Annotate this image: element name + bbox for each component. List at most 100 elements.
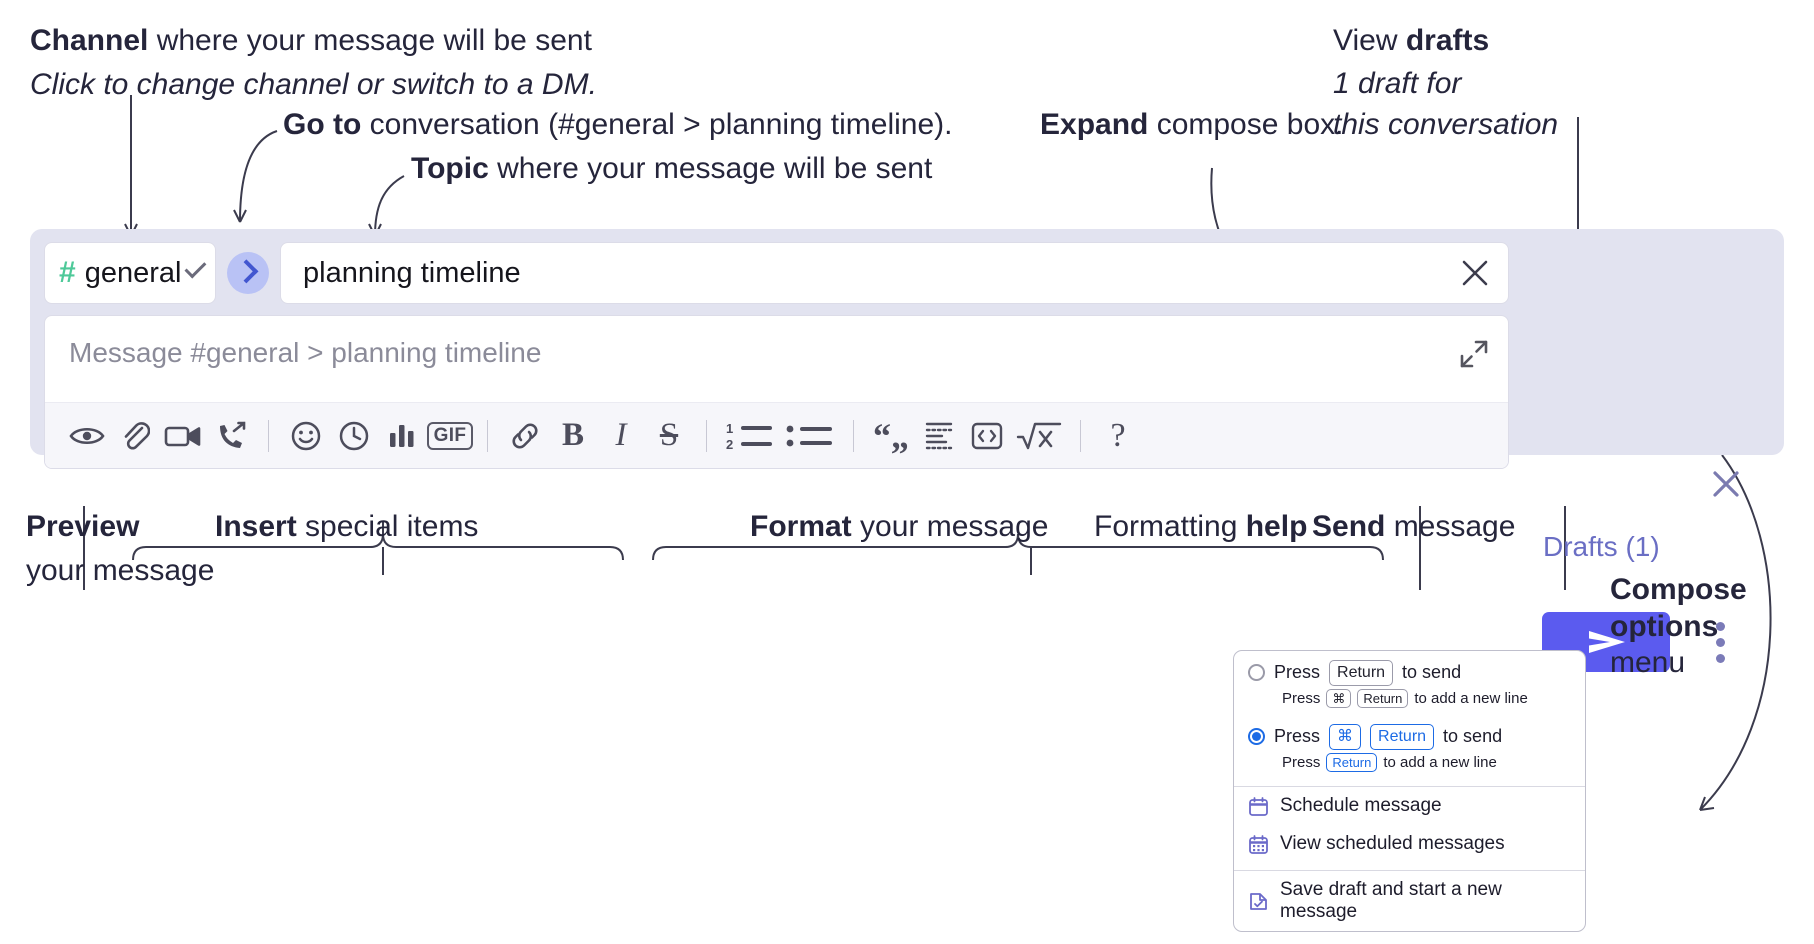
link-icon[interactable] <box>501 412 549 460</box>
italic-label: I <box>615 417 627 453</box>
chevron-right-icon <box>233 258 258 283</box>
key-return: Return <box>1329 660 1394 686</box>
math-icon[interactable] <box>1011 412 1067 460</box>
annotation-formatting-help-bold: help <box>1245 510 1308 543</box>
goto-conversation-button[interactable] <box>227 252 269 294</box>
key-return: Return <box>1370 724 1435 750</box>
toolbar-separator <box>1080 419 1081 452</box>
annotation-send-rest: message <box>1385 510 1516 543</box>
clear-topic-icon[interactable] <box>1458 256 1492 290</box>
code-block-icon[interactable] <box>915 412 963 460</box>
radio-option-return[interactable]: Press Return to send <box>1234 651 1585 689</box>
topic-value: planning timeline <box>303 256 521 289</box>
bold-label: B <box>561 417 584 453</box>
annotation-channel: Channel where your message will be sent … <box>30 22 597 105</box>
annotation-goto: Go to conversation (#general > planning … <box>283 106 953 144</box>
annotation-send-bold: Send <box>1312 510 1386 543</box>
close-icon[interactable] <box>1708 466 1744 502</box>
calendar-icon <box>1249 796 1268 816</box>
annotation-drafts-sub2: this conversation <box>1333 107 1559 141</box>
audio-call-icon[interactable] <box>207 412 255 460</box>
annotation-topic-bold: Topic <box>411 152 489 185</box>
code-icon[interactable] <box>963 412 1011 460</box>
gif-icon[interactable]: GIF <box>426 412 474 460</box>
annotation-formatting-help-lead: Formatting <box>1094 510 1246 543</box>
annotation-preview: Preview your message <box>26 508 214 591</box>
video-icon[interactable] <box>159 412 207 460</box>
annotation-compose-options-bold1: Compose <box>1610 573 1747 606</box>
menu-item-label: View scheduled messages <box>1280 833 1505 855</box>
annotation-preview-sub: your message <box>26 554 215 588</box>
radio-option-after-label: to send <box>1443 726 1503 747</box>
formatting-toolbar: GIF B I <box>45 402 1508 468</box>
bulleted-list-icon[interactable] <box>780 412 840 460</box>
toolbar-separator <box>706 419 707 452</box>
annotation-channel-bold: Channel <box>30 24 149 57</box>
annotation-drafts-sub1: 1 draft for <box>1333 67 1462 101</box>
annotation-insert-rest: special items <box>296 510 479 543</box>
toolbar-separator <box>487 419 488 452</box>
calendar-grid-icon <box>1249 834 1268 854</box>
help-icon[interactable]: ? <box>1094 412 1142 460</box>
radio-selected-icon <box>1248 728 1265 746</box>
key-command: ⌘ <box>1329 724 1362 750</box>
menu-item-save-draft[interactable]: Save draft and start a new message <box>1234 871 1585 931</box>
poll-icon[interactable] <box>378 412 426 460</box>
drafts-link[interactable]: Drafts (1) <box>1543 531 1660 562</box>
strikethrough-icon[interactable]: S <box>645 412 693 460</box>
message-box: Message #general > planning timeline <box>44 315 1509 469</box>
toolbar-separator <box>268 419 269 452</box>
annotation-formatting-help: Formatting help <box>1094 508 1307 546</box>
compose-options-menu: Press Return to send Press ⌘ Return to a… <box>1233 650 1586 933</box>
annotation-preview-bold: Preview <box>26 510 140 543</box>
channel-name-label: general <box>84 256 182 289</box>
radio-option-cmd-return-sub: Press Return to add a new line <box>1234 752 1585 780</box>
preview-icon[interactable] <box>63 412 111 460</box>
annotation-topic: Topic where your message will be sent <box>411 150 932 188</box>
emoji-icon[interactable] <box>282 412 330 460</box>
italic-icon[interactable]: I <box>597 412 645 460</box>
chevron-down-icon <box>184 256 207 279</box>
menu-item-label: Save draft and start a new message <box>1280 879 1502 923</box>
sub-press-label: Press <box>1282 754 1321 771</box>
sub-after-label: to add a new line <box>1383 754 1497 771</box>
kebab-dot <box>1715 621 1725 631</box>
annotation-drafts-bold: drafts <box>1405 24 1490 57</box>
radio-unselected-icon <box>1248 664 1265 682</box>
message-placeholder: Message #general > planning timeline <box>69 337 542 368</box>
radio-option-return-sub: Press ⌘ Return to add a new line <box>1234 688 1585 716</box>
sub-press-label: Press <box>1282 689 1321 707</box>
ordered-list-icon[interactable]: 1 2 <box>720 412 780 460</box>
annotation-expand: Expand compose box. <box>1040 106 1343 144</box>
bold-icon[interactable]: B <box>549 412 597 460</box>
annotation-insert: Insert special items <box>215 508 478 546</box>
svg-text:1: 1 <box>726 421 733 436</box>
clock-icon[interactable] <box>330 412 378 460</box>
annotation-channel-sub: Click to change channel or switch to a D… <box>30 68 597 102</box>
menu-item-schedule-message[interactable]: Schedule message <box>1234 787 1585 825</box>
message-input[interactable]: Message #general > planning timeline <box>45 316 1508 402</box>
svg-text:2: 2 <box>726 437 733 451</box>
blockquote-icon[interactable]: “„ <box>867 412 915 460</box>
menu-item-view-scheduled-messages[interactable]: View scheduled messages <box>1234 825 1585 863</box>
key-return: Return <box>1357 688 1409 709</box>
annotation-expand-rest: compose box. <box>1148 108 1344 141</box>
compose-options-button[interactable] <box>1705 614 1735 670</box>
topic-input[interactable]: planning timeline <box>280 242 1509 304</box>
annotation-compose-options: Compose options menu <box>1610 572 1747 682</box>
message-composer-panel: # general planning timeline Message #gen… <box>30 229 1784 672</box>
hash-icon: # <box>59 256 76 289</box>
kebab-dot <box>1715 653 1725 663</box>
radio-option-cmd-return[interactable]: Press ⌘ Return to send <box>1234 715 1585 753</box>
help-label: ? <box>1110 416 1126 454</box>
radio-option-press-label: Press <box>1274 726 1321 747</box>
channel-picker[interactable]: # general <box>44 242 216 304</box>
kebab-dot <box>1715 637 1725 647</box>
toolbar-separator <box>853 419 854 452</box>
attachment-icon[interactable] <box>111 412 159 460</box>
annotation-format: Format your message <box>750 508 1048 546</box>
annotation-expand-bold: Expand <box>1040 108 1149 141</box>
expand-icon[interactable] <box>1458 338 1490 370</box>
annotation-goto-bold: Go to <box>283 108 362 141</box>
key-return: Return <box>1326 752 1378 773</box>
